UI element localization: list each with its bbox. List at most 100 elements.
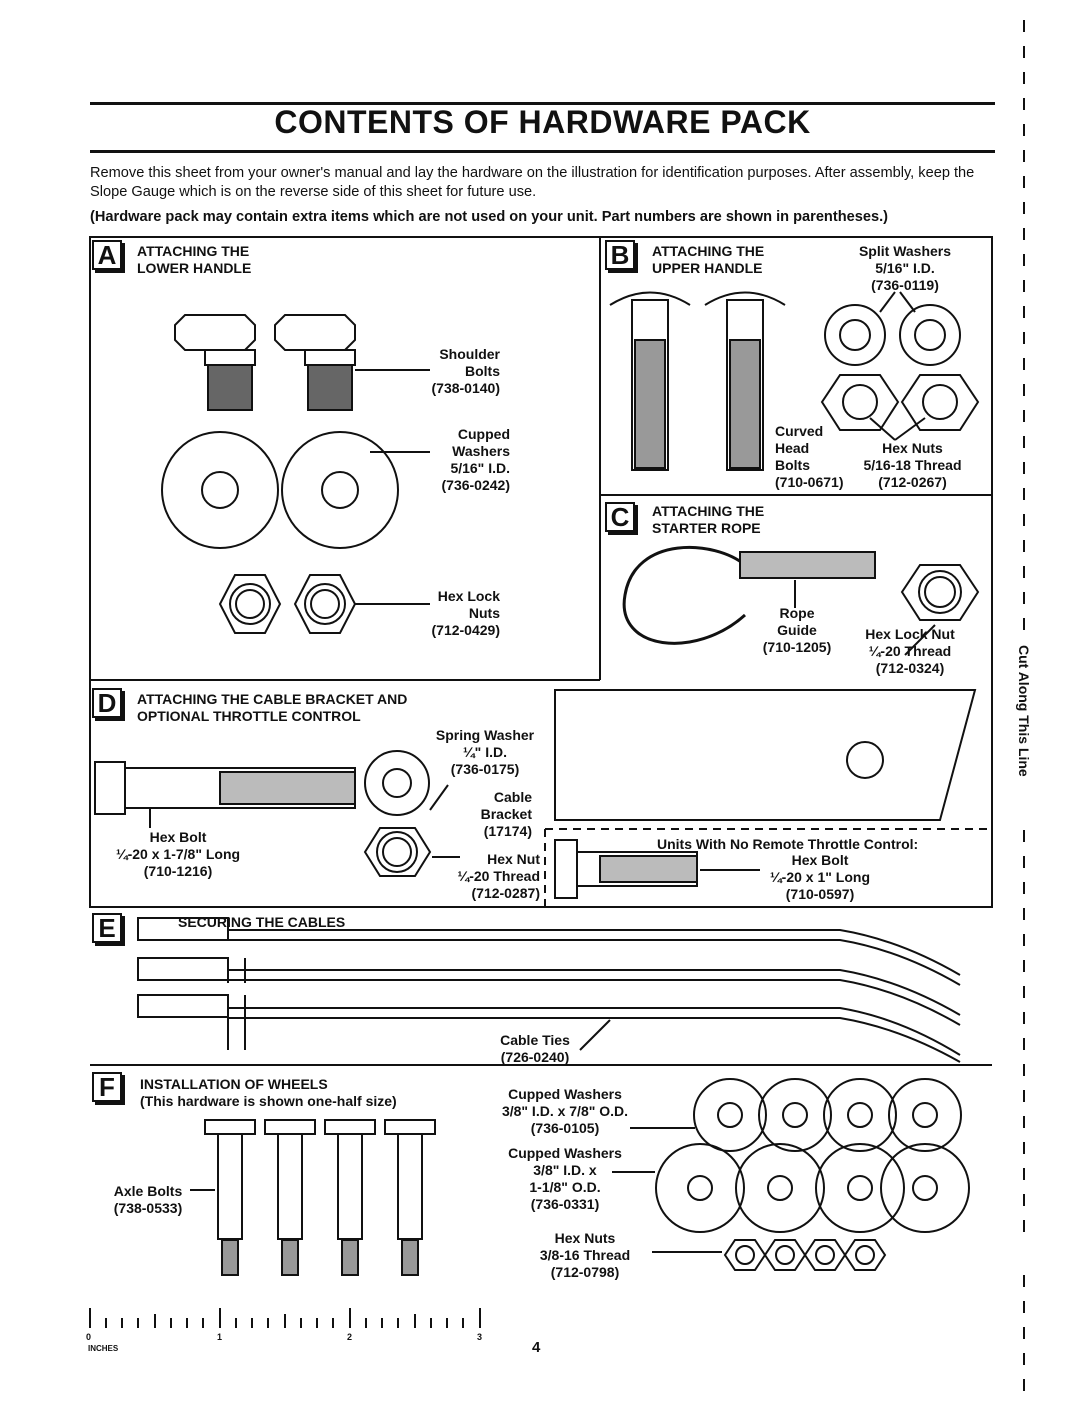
ruler-mark-3: 3: [477, 1332, 483, 1342]
cupped-washer-large-icon: [655, 1143, 745, 1233]
cable-bracket-part: (17174): [483, 823, 532, 839]
hex-lock-nuts-label: Hex Lock Nuts (712-0429): [400, 588, 501, 639]
hex-bolt-short-icon: [554, 839, 578, 899]
hex-lock-nut-c-part: (712-0324): [875, 660, 945, 676]
section-d-heading-line1: ATTACHING THE CABLE BRACKET AND: [137, 691, 408, 707]
cable-bracket-icon: [554, 689, 977, 821]
cable-tie-icon: [137, 917, 961, 986]
curved-head-bolt-icon: [609, 291, 691, 306]
hex-nut-small-icon: [843, 1239, 887, 1271]
hex-bolt-icon: [94, 761, 126, 815]
rope-guide-name2: Guide: [777, 622, 817, 638]
hex-bolt-short-name: Hex Bolt: [791, 852, 849, 868]
section-letter-b: B: [605, 240, 635, 270]
cable-bracket-name1: Cable: [493, 789, 532, 805]
hex-lock-nut-c-name: Hex Lock Nut: [865, 626, 955, 642]
cupped-washers-small-name: Cupped Washers: [508, 1086, 622, 1102]
hex-nuts-f-label: Hex Nuts 3/8-16 Thread (712-0798): [520, 1230, 650, 1281]
cupped-washers-small-part: (736-0105): [530, 1120, 600, 1136]
split-washers-part: (736-0119): [871, 277, 939, 293]
section-d-heading-line2: OPTIONAL THROTTLE CONTROL: [137, 708, 361, 724]
section-c-heading-line2: STARTER ROPE: [652, 520, 761, 536]
hex-lock-nuts-name2: Nuts: [468, 605, 500, 621]
axle-bolts-label: Axle Bolts (738-0533): [98, 1183, 198, 1217]
section-c-heading-line1: ATTACHING THE: [652, 503, 765, 519]
cupped-washers-small-label: Cupped Washers 3/8" I.D. x 7/8" O.D. (73…: [490, 1086, 640, 1137]
curved-head-bolt-icon: [704, 291, 786, 306]
section-a-heading-line2: LOWER HANDLE: [137, 260, 252, 276]
section-e-heading: SECURING THE CABLES: [178, 914, 346, 930]
cupped-washers-small-size: 3/8" I.D. x 7/8" O.D.: [501, 1103, 629, 1119]
cupped-washer-large-icon: [735, 1143, 825, 1233]
shoulder-bolt-icon: [274, 314, 356, 411]
page-title: CONTENTS OF HARDWARE PACK: [274, 104, 811, 140]
hex-lock-nut-icon: [218, 574, 282, 634]
spring-washer-part: (736-0175): [450, 761, 520, 777]
section-letter-d: D: [92, 688, 122, 718]
hex-nut-icon: [820, 374, 900, 431]
cupped-washer-icon: [281, 431, 399, 549]
section-letter-f: F: [92, 1072, 122, 1102]
curved-head-bolts-name1: Curved: [775, 423, 824, 439]
hex-lock-nuts-part: (712-0429): [431, 622, 501, 638]
ruler-mark-1: 1: [217, 1332, 223, 1342]
hex-nut-d-part: (712-0287): [471, 885, 541, 901]
spring-washer-size: ¼" I.D.: [463, 744, 507, 760]
hex-bolt-short-size: ¼-20 x 1" Long: [770, 869, 870, 885]
parts-note: (Hardware pack may contain extra items w…: [90, 209, 889, 225]
shoulder-bolts-name1: Shoulder: [439, 346, 500, 362]
hex-nuts-b-thread: 5/16-18 Thread: [863, 457, 962, 473]
cupped-washer-small-icon: [693, 1078, 767, 1152]
hex-bolt-d-size: ¼-20 x 1-7/8" Long: [115, 846, 241, 862]
cable-ties-part: (726-0240): [500, 1049, 570, 1065]
hex-nuts-f-part: (712-0798): [550, 1264, 620, 1280]
shoulder-bolts-label: Shoulder Bolts (738-0140): [400, 346, 501, 397]
section-a-heading: ATTACHING THE LOWER HANDLE: [137, 243, 251, 277]
axle-bolt-icon: [384, 1119, 436, 1276]
split-washer-icon: [899, 304, 961, 366]
cut-line-label: Cut Along This Line: [1016, 645, 1032, 777]
section-f-heading-line1: INSTALLATION OF WHEELS: [140, 1076, 328, 1092]
cupped-washer-small-icon: [758, 1078, 832, 1152]
rope-guide-label: Rope Guide (710-1205): [752, 605, 842, 656]
cable-ties-name: Cable Ties: [500, 1032, 570, 1048]
hex-bolt-d-name: Hex Bolt: [149, 829, 207, 845]
ruler-mark-2: 2: [347, 1332, 353, 1342]
rope-guide-part: (710-1205): [762, 639, 832, 655]
section-b-heading-line2: UPPER HANDLE: [652, 260, 763, 276]
curved-head-bolts-part: (710-0671): [775, 474, 844, 490]
spring-washer-name: Spring Washer: [435, 727, 535, 743]
inch-ruler: [89, 1308, 481, 1328]
section-b-heading: ATTACHING THE UPPER HANDLE: [652, 243, 764, 277]
axle-bolt-icon: [324, 1119, 376, 1276]
cupped-washers-large-size1: 3/8" I.D. x: [533, 1162, 597, 1178]
cupped-washers-size: 5/16" I.D.: [450, 460, 510, 476]
section-letter-a: A: [92, 240, 122, 270]
curved-head-bolts-name3: Bolts: [775, 457, 810, 473]
shoulder-bolts-name2: Bolts: [465, 363, 500, 379]
rope-guide-name1: Rope: [779, 605, 815, 621]
cupped-washer-small-icon: [823, 1078, 897, 1152]
hex-nuts-b-part: (712-0267): [878, 474, 947, 490]
hex-nuts-b-name: Hex Nuts: [882, 440, 943, 456]
cupped-washers-large-part: (736-0331): [530, 1196, 600, 1212]
section-d-heading: ATTACHING THE CABLE BRACKET AND OPTIONAL…: [137, 691, 407, 725]
hex-nut-small-icon: [803, 1239, 847, 1271]
section-f-heading-line2: (This hardware is shown one-half size): [140, 1093, 397, 1109]
section-b-heading-line1: ATTACHING THE: [652, 243, 765, 259]
shoulder-bolt-icon: [174, 314, 256, 411]
axle-bolts-part: (738-0533): [113, 1200, 183, 1216]
curved-head-bolts-name2: Head: [775, 440, 810, 456]
ruler-mark-0: 0: [86, 1332, 92, 1342]
ruler-unit: INCHES: [88, 1344, 119, 1353]
cupped-washers-large-size2: 1-1/8" O.D.: [529, 1179, 601, 1195]
cupped-washer-large-icon: [880, 1143, 970, 1233]
hex-nuts-b-label: Hex Nuts 5/16-18 Thread (712-0267): [850, 440, 975, 491]
cupped-washers-name1: Cupped: [457, 426, 510, 442]
axle-bolt-icon: [264, 1119, 316, 1276]
cable-tie-icon: [137, 994, 961, 1063]
hex-nuts-f-thread: 3/8-16 Thread: [539, 1247, 631, 1263]
shoulder-bolts-part: (738-0140): [431, 380, 501, 396]
rope-guide-icon: [622, 545, 747, 645]
hex-bolt-short-part: (710-0597): [785, 886, 855, 902]
